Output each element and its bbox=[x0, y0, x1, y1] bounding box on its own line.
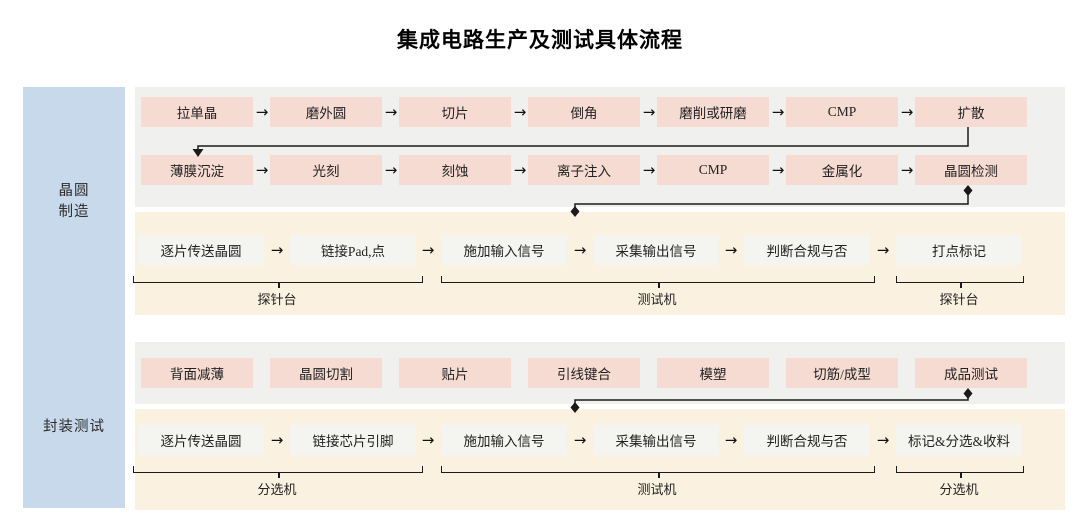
section-label-line: 晶圆 bbox=[58, 183, 90, 199]
arrow-right-icon: → bbox=[771, 161, 785, 179]
process-step-box: 磨削或研磨 bbox=[657, 97, 769, 127]
section-label-column bbox=[23, 87, 125, 508]
chart-title: 集成电路生产及测试具体流程 bbox=[397, 28, 683, 52]
group-brace bbox=[441, 466, 875, 478]
process-step-box: 磨外圆 bbox=[270, 97, 382, 127]
arrow-right-icon: → bbox=[573, 431, 587, 449]
arrow-right-icon: → bbox=[513, 161, 527, 179]
process-step-box: 薄膜沉淀 bbox=[141, 155, 253, 185]
process-step-box: 贴片 bbox=[399, 358, 511, 388]
arrow-right-icon: → bbox=[255, 161, 269, 179]
test-step-box: 标记&分选&收料 bbox=[896, 425, 1022, 455]
arrow-right-icon: → bbox=[876, 431, 890, 449]
group-brace bbox=[133, 276, 423, 288]
group-brace bbox=[133, 466, 423, 478]
arrow-right-icon: → bbox=[642, 103, 656, 121]
group-brace bbox=[441, 276, 875, 288]
process-step-box: 离子注入 bbox=[528, 155, 640, 185]
arrow-right-icon: → bbox=[900, 103, 914, 121]
test-step-box: 判断合规与否 bbox=[744, 425, 870, 455]
arrow-right-icon: → bbox=[642, 161, 656, 179]
process-step-box: 背面减薄 bbox=[141, 358, 253, 388]
process-step-box: 拉单晶 bbox=[141, 97, 253, 127]
process-step-box: 引线键合 bbox=[528, 358, 640, 388]
arrow-right-icon: → bbox=[255, 103, 269, 121]
process-step-box: 成品测试 bbox=[915, 358, 1027, 388]
arrow-right-icon: → bbox=[421, 241, 435, 259]
arrow-right-icon: → bbox=[384, 161, 398, 179]
process-step-box: CMP bbox=[786, 97, 898, 127]
section-label-package-test: 封装测试 bbox=[23, 417, 125, 438]
arrow-right-icon: → bbox=[900, 161, 914, 179]
test-step-box: 采集输出信号 bbox=[593, 425, 719, 455]
arrow-right-icon: → bbox=[270, 431, 284, 449]
test-step-box: 逐片传送晶圆 bbox=[138, 235, 264, 265]
equipment-label: 探针台 bbox=[257, 292, 297, 307]
process-step-box: CMP bbox=[657, 155, 769, 185]
arrow-right-icon: → bbox=[724, 431, 738, 449]
arrow-right-icon: → bbox=[573, 241, 587, 259]
test-step-box: 采集输出信号 bbox=[593, 235, 719, 265]
process-step-box: 晶圆切割 bbox=[270, 358, 382, 388]
test-step-box: 判断合规与否 bbox=[744, 235, 870, 265]
equipment-label: 测试机 bbox=[637, 292, 677, 307]
arrow-right-icon: → bbox=[421, 431, 435, 449]
process-step-box: 刻蚀 bbox=[399, 155, 511, 185]
section-label-line: 封装测试 bbox=[43, 419, 105, 435]
process-step-box: 模塑 bbox=[657, 358, 769, 388]
group-brace bbox=[896, 276, 1024, 288]
test-step-box: 链接芯片引脚 bbox=[290, 425, 416, 455]
test-step-box: 链接Pad,点 bbox=[290, 235, 416, 265]
equipment-label: 分选机 bbox=[939, 482, 979, 497]
section-label-line: 制造 bbox=[58, 204, 90, 220]
equipment-label: 分选机 bbox=[257, 482, 297, 497]
arrow-right-icon: → bbox=[270, 241, 284, 259]
equipment-label: 测试机 bbox=[637, 482, 677, 497]
process-step-box: 金属化 bbox=[786, 155, 898, 185]
arrow-right-icon: → bbox=[384, 103, 398, 121]
arrow-right-icon: → bbox=[513, 103, 527, 121]
process-step-box: 晶圆检测 bbox=[915, 155, 1027, 185]
process-step-box: 切片 bbox=[399, 97, 511, 127]
process-step-box: 扩散 bbox=[915, 97, 1027, 127]
section-label-wafer-fab: 晶圆 制造 bbox=[23, 181, 125, 223]
group-brace bbox=[896, 466, 1024, 478]
equipment-label: 探针台 bbox=[939, 292, 979, 307]
test-step-box: 施加输入信号 bbox=[441, 425, 567, 455]
arrow-right-icon: → bbox=[724, 241, 738, 259]
test-step-box: 施加输入信号 bbox=[441, 235, 567, 265]
process-step-box: 倒角 bbox=[528, 97, 640, 127]
arrow-right-icon: → bbox=[771, 103, 785, 121]
test-step-box: 逐片传送晶圆 bbox=[138, 425, 264, 455]
test-step-box: 打点标记 bbox=[896, 235, 1022, 265]
process-step-box: 光刻 bbox=[270, 155, 382, 185]
arrow-right-icon: → bbox=[876, 241, 890, 259]
process-step-box: 切筋/成型 bbox=[786, 358, 898, 388]
